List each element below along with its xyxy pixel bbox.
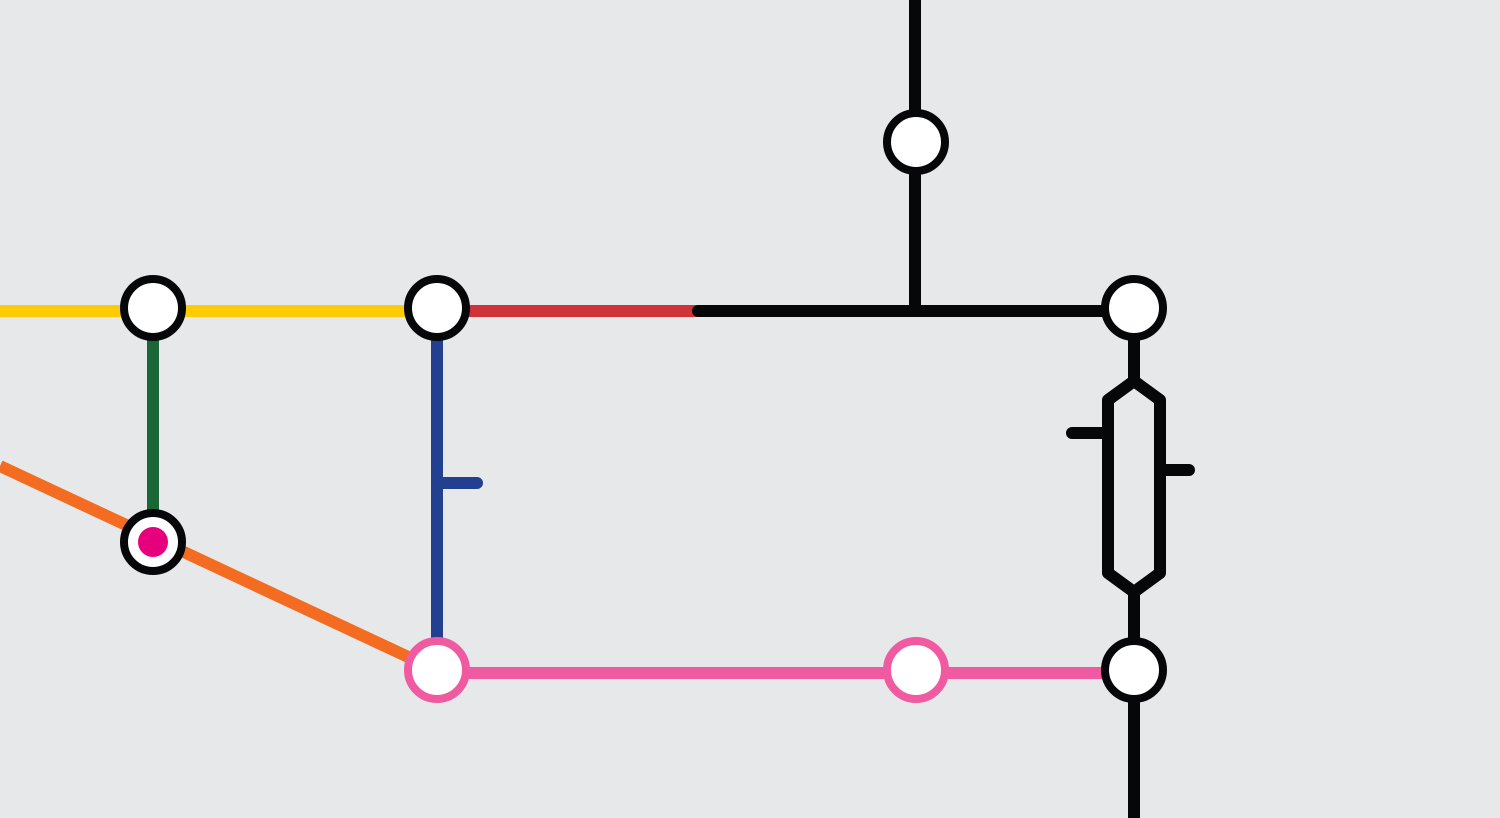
black-line-east-branch (1066, 302, 1195, 818)
orange-line (0, 460, 439, 676)
station-interchange-yellow-green[interactable] (120, 275, 186, 341)
station-interchange-black-east[interactable] (1101, 275, 1167, 341)
magenta-dot-icon (138, 527, 168, 557)
station-pink-middle-stop[interactable] (883, 637, 949, 703)
station-interchange-orange-blue-pink[interactable] (404, 637, 470, 703)
station-interchange-green-orange[interactable] (120, 509, 186, 575)
blue-line (431, 305, 483, 676)
station-interchange-pink-black[interactable] (1101, 637, 1167, 703)
station-interchange-yellow-red-blue[interactable] (404, 275, 470, 341)
station-black-north-stop[interactable] (883, 109, 949, 175)
